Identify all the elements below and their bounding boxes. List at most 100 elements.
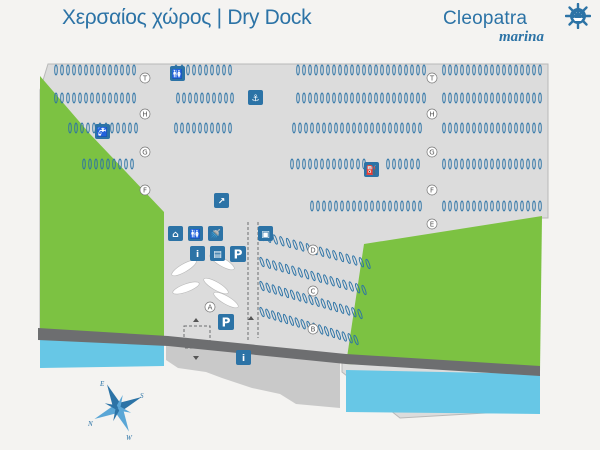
boat <box>538 200 542 212</box>
boat <box>392 64 396 76</box>
boat <box>380 92 384 104</box>
boat <box>314 158 318 170</box>
logo-subtitle: marina <box>499 29 545 45</box>
boat <box>314 92 318 104</box>
boat <box>335 277 342 289</box>
boat <box>222 122 226 134</box>
boat <box>502 64 506 76</box>
boat <box>404 158 408 170</box>
boat <box>520 122 524 134</box>
boat <box>310 200 314 212</box>
boat <box>466 64 470 76</box>
boat <box>346 122 350 134</box>
boat <box>271 310 277 321</box>
boat <box>398 158 402 170</box>
boat <box>400 122 404 134</box>
boat <box>334 200 338 212</box>
boat <box>532 64 536 76</box>
boat <box>116 122 120 134</box>
zone-letter: G <box>142 149 147 157</box>
boat <box>302 293 308 304</box>
boat <box>508 92 512 104</box>
parking-icon: P <box>218 314 234 330</box>
zone-letter: F <box>143 187 147 195</box>
svg-text:P: P <box>234 248 243 262</box>
boat <box>284 263 291 275</box>
boat <box>228 64 232 76</box>
boat <box>277 286 283 297</box>
boat <box>60 64 64 76</box>
boat <box>496 64 500 76</box>
boat <box>112 158 116 170</box>
boat <box>132 64 136 76</box>
boat <box>370 200 374 212</box>
boat <box>496 92 500 104</box>
boat <box>285 237 292 249</box>
boat <box>174 122 178 134</box>
boat <box>538 92 542 104</box>
electricity-icon: ▣ <box>258 226 273 241</box>
boat <box>345 253 351 264</box>
boat <box>398 92 402 104</box>
boat <box>382 200 386 212</box>
boat <box>298 122 302 134</box>
boat <box>100 158 104 170</box>
boat <box>216 122 220 134</box>
boat <box>386 158 390 170</box>
boat <box>448 158 452 170</box>
direction-arrow <box>193 318 199 322</box>
boat <box>344 64 348 76</box>
boat <box>454 122 458 134</box>
boat <box>416 64 420 76</box>
boat <box>326 158 330 170</box>
zone-letter: T <box>142 75 148 83</box>
boat <box>308 294 314 306</box>
boat <box>206 92 210 104</box>
boat <box>186 64 190 76</box>
boat <box>472 64 476 76</box>
boat <box>347 333 353 344</box>
boat <box>478 64 482 76</box>
boat <box>308 64 312 76</box>
boat <box>406 122 410 134</box>
boat <box>300 319 306 330</box>
boat <box>362 64 366 76</box>
boat <box>394 122 398 134</box>
zone-letter: H <box>429 111 434 119</box>
boat <box>350 158 354 170</box>
zone-marker-c: C <box>307 285 319 297</box>
facility-icons: 🚻⚓🚰↗⛽⌂🚻🚿i▤▣iPP <box>95 66 379 365</box>
boat <box>291 265 297 276</box>
boat <box>466 200 470 212</box>
boat <box>218 92 222 104</box>
boat <box>358 122 362 134</box>
boat <box>392 158 396 170</box>
boat <box>404 64 408 76</box>
boat <box>532 92 536 104</box>
boat <box>416 92 420 104</box>
boat <box>484 200 488 212</box>
hauled-boat <box>172 281 200 295</box>
boat <box>328 200 332 212</box>
boat <box>538 122 542 134</box>
boat-lift-icon: ⚓ <box>248 90 263 105</box>
boat <box>352 255 358 266</box>
boat-rows <box>54 64 542 346</box>
zone-marker-f: F <box>139 184 151 196</box>
boat <box>296 291 302 302</box>
boat <box>496 122 500 134</box>
fuel-pump-icon: ⛽ <box>364 162 379 177</box>
boat <box>374 92 378 104</box>
boat <box>96 64 100 76</box>
boat <box>404 92 408 104</box>
boat <box>490 200 494 212</box>
zone-marker-h: H <box>139 108 151 120</box>
boat <box>344 158 348 170</box>
boat <box>538 158 542 170</box>
zone-marker-t: T <box>426 72 438 84</box>
boat <box>406 200 410 212</box>
boat <box>520 64 524 76</box>
boat <box>484 158 488 170</box>
boat <box>332 250 338 261</box>
boat <box>490 64 494 76</box>
